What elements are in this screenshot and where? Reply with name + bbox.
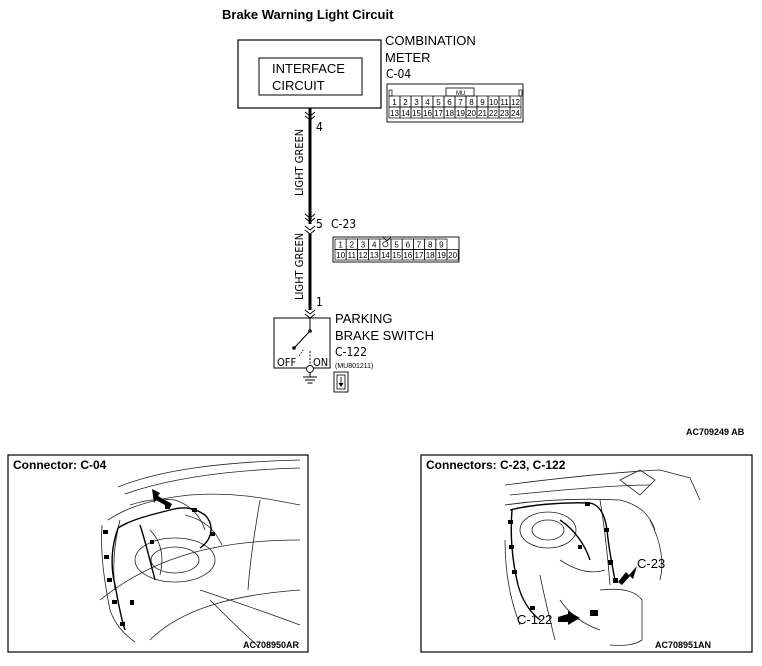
diagram-figure-id: AC709249 AB [686,427,745,437]
c23-pin-label: 19 [437,251,446,260]
pointer-arrow-c23 [618,566,637,585]
wire-lower: LIGHT GREEN 1 [293,233,323,319]
wire-upper-color-label: LIGHT GREEN [293,129,306,196]
c23-pin-label: 8 [428,241,433,250]
location-panel-c04: Connector: C-04 [7,454,309,653]
c23-pin-label: 5 [394,241,399,250]
junction-pin-number: 5 [316,217,323,231]
meter-connector-id: C-04 [386,67,411,81]
c04-pin-label: 21 [478,109,487,118]
c04-pin-label: 14 [401,109,410,118]
switch-pin-number: 1 [316,295,323,309]
c23-pin-label: 15 [392,251,401,260]
wire-lower-color-label: LIGHT GREEN [293,233,306,300]
callout-c23: C-23 [637,556,665,571]
wire-upper: 4 LIGHT GREEN [293,108,323,224]
parking-brake-switch: OFF ON PARKING BRAKE SWITCH C-122 (MU801… [273,311,434,393]
pointer-arrow-c122 [558,611,580,625]
c23-pin-cell [379,238,392,250]
c04-pin-label: 12 [511,98,520,107]
c23-pin-label: 17 [415,251,424,260]
harness-clips-left [103,505,215,626]
c04-pin-label: 23 [500,109,509,118]
c04-pin-label: 15 [412,109,421,118]
meter-pin-number: 4 [316,120,323,134]
c23-pin-label: 13 [370,251,379,260]
harness-clips-right [508,502,618,616]
c23-pin-label: 20 [448,251,457,260]
combination-meter: INTERFACE CIRCUIT COMBINATION METER C-04 [237,33,476,109]
c23-pin-label: 11 [348,251,357,260]
c04-pin-label: 2 [403,98,408,107]
c23-pin-label: 9 [439,241,444,250]
c04-pin-label: 18 [445,109,454,118]
switch-connector-face [333,371,349,393]
c04-pin-label: 9 [480,98,485,107]
c23-pin-label: 12 [359,251,368,260]
c23-pin-label: 6 [406,241,411,250]
interface-label-1: INTERFACE [272,61,345,76]
c04-pin-label: 3 [414,98,419,107]
c04-pin-label: 16 [423,109,432,118]
meter-name-1: COMBINATION [385,33,476,48]
c23-pin-label: 2 [350,241,355,250]
panel-left-title: Connector: C-04 [13,458,107,472]
c04-pin-label: 8 [469,98,474,107]
panel-left-figure-id: AC708950AR [243,640,300,650]
c23-pin-label: 7 [417,241,422,250]
c23-pin-label: 1 [338,241,343,250]
harness-right [509,502,616,621]
c04-pin-label: 4 [425,98,430,107]
c04-pin-label: 17 [434,109,443,118]
switch-part-number: (MU801211) [335,363,373,370]
location-panel-c23-c122: Connectors: C-23, C-122 [420,454,753,653]
c23-pin-label: 3 [361,241,366,250]
c04-pin-label: 1 [392,98,397,107]
junction-c23: 5 C-23 [304,213,356,235]
dashboard-drawing-right [504,469,701,646]
c04-pin-label: 6 [447,98,452,107]
switch-connector-id: C-122 [335,345,367,359]
c23-pin-label: 18 [426,251,435,260]
c04-pin-label: 13 [390,109,399,118]
junction-connector-id: C-23 [331,217,356,231]
c04-pin-label: 11 [500,98,509,107]
switch-outline [273,317,331,369]
meter-name-2: METER [385,50,431,65]
c23-pin-label: 10 [336,251,345,260]
panel-right-figure-id: AC708951AN [655,640,711,650]
c23-pin-label: 4 [372,241,377,250]
c04-pin-label: 24 [511,109,520,118]
switch-on-label: ON [313,356,328,369]
c23-key-mark [382,241,389,248]
c23-pin-cell [446,249,459,261]
c04-pin-label: 22 [489,109,498,118]
interface-label-2: CIRCUIT [272,78,325,93]
c04-pin-label: 19 [456,109,465,118]
diagram-title: Brake Warning Light Circuit [222,7,394,22]
panel-right-title: Connectors: C-23, C-122 [426,458,566,472]
c04-pin-label: 10 [489,98,498,107]
switch-name-1: PARKING [335,311,393,326]
interface-circuit-box [258,57,363,96]
c23-pin-label: 16 [403,251,412,260]
c04-pin-label: 5 [436,98,441,107]
meter-connector-tag: MU [456,91,465,97]
c04-pin-label: 20 [467,109,476,118]
switch-name-2: BRAKE SWITCH [335,328,434,343]
c23-pin-label: 14 [381,251,390,260]
switch-off-label: OFF [277,356,296,369]
c04-pin-cell [509,106,522,119]
pointer-arrow-left [152,489,172,508]
callout-c122: C-122 [517,612,552,627]
c04-pin-label: 7 [458,98,463,107]
